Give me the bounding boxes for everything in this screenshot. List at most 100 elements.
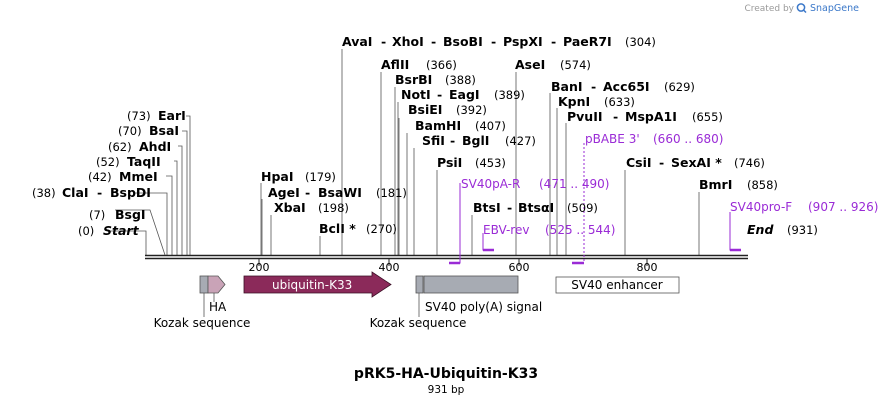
plasmid-length: 931 bp <box>428 384 465 396</box>
primer-ebv-rev[interactable]: EBV-rev (525 .. 544) <box>482 223 615 252</box>
site-sfii[interactable]: SfiI <box>422 133 445 148</box>
site-position: (392) <box>456 103 487 117</box>
site-mspa1i[interactable]: MspA1I <box>625 109 677 124</box>
site-position: (389) <box>494 88 525 102</box>
start-position: (0) <box>78 224 94 238</box>
site-position: (198) <box>318 201 349 215</box>
site-pvuii[interactable]: PvuII <box>567 109 603 124</box>
site-noti[interactable]: NotI <box>401 87 431 102</box>
end-position: (931) <box>787 223 818 237</box>
site-hpai[interactable]: HpaI <box>261 169 294 184</box>
site-sexai[interactable]: SexAI * <box>671 155 722 170</box>
site-xhoi[interactable]: XhoI <box>392 34 424 49</box>
credit-text: Created by <box>744 4 794 14</box>
tick-label: 800 <box>637 261 658 274</box>
kozak-label-1: Kozak sequence <box>154 316 251 330</box>
ubiquitin-label: ubiquitin-K33 <box>272 278 352 292</box>
site-bsrbi[interactable]: BsrBI <box>395 72 432 87</box>
site-position: (70) <box>118 124 142 138</box>
primer-range: (471 .. 490) <box>539 177 609 191</box>
site-bmri[interactable]: BmrI <box>699 177 732 192</box>
site-eari[interactable]: EarI <box>158 108 186 123</box>
site-position: (746) <box>734 156 765 170</box>
site-separator: - <box>437 87 442 102</box>
site-separator: - <box>659 155 664 170</box>
site-paer7i[interactable]: PaeR7I <box>563 34 612 49</box>
site-separator: - <box>381 34 386 49</box>
site-acc65i[interactable]: Acc65I <box>603 79 650 94</box>
site-bcli[interactable]: BclI * <box>319 221 356 236</box>
site-bgli[interactable]: BglI <box>462 133 489 148</box>
site-position: (574) <box>560 58 591 72</box>
site-position: (629) <box>664 80 695 94</box>
site-separator: - <box>591 79 596 94</box>
dna-backbone <box>145 254 748 260</box>
kozak-label-2: Kozak sequence <box>370 316 467 330</box>
scale-ticks <box>258 259 648 266</box>
sv40-enhancer-feature[interactable] <box>555 276 680 294</box>
site-position: (304) <box>625 35 656 49</box>
site-agei[interactable]: AgeI <box>268 185 300 200</box>
site-taqii[interactable]: TaqII <box>127 154 161 169</box>
site-position: (62) <box>108 140 132 154</box>
sv40-enhancer-label: SV40 enhancer <box>571 278 662 292</box>
sv40-polya-feature[interactable] <box>423 275 519 294</box>
start-label: Start <box>103 223 140 238</box>
site-position: (270) <box>366 222 397 236</box>
site-eagi[interactable]: EagI <box>449 87 480 102</box>
site-xbai[interactable]: XbaI <box>274 200 306 215</box>
site-lines <box>108 49 700 256</box>
site-position: (366) <box>426 58 457 72</box>
site-bsobi[interactable]: BsoBI <box>443 34 483 49</box>
site-separator: - <box>431 34 436 49</box>
site-ahdi[interactable]: AhdI <box>139 139 171 154</box>
scale-labels: 200 400 600 800 <box>249 261 658 274</box>
site-bsiei[interactable]: BsiEI <box>408 102 442 117</box>
site-btsi[interactable]: BtsI <box>473 200 501 215</box>
site-avai[interactable]: AvaI <box>342 34 372 49</box>
sv40-polya-label: SV40 poly(A) signal <box>425 300 542 314</box>
site-aflii[interactable]: AflII <box>381 57 409 72</box>
site-position: (407) <box>475 119 506 133</box>
site-btsai[interactable]: BtsαI <box>518 200 554 215</box>
primer-sv40pro-f[interactable]: SV40pro-F (907 .. 926) <box>729 200 878 252</box>
primer-pbabe-3[interactable]: pBABE 3' (660 .. 680) <box>572 132 723 265</box>
site-bsai[interactable]: BsaI <box>149 123 179 138</box>
site-position: (633) <box>604 95 635 109</box>
tick-label: 400 <box>379 261 400 274</box>
site-separator: - <box>507 200 512 215</box>
site-position: (388) <box>445 73 476 87</box>
site-bsgi[interactable]: BsgI <box>115 207 146 222</box>
tick-label: 200 <box>249 261 270 274</box>
site-separator: - <box>97 185 102 200</box>
site-bsawi[interactable]: BsaWI <box>318 185 362 200</box>
site-position: (655) <box>692 110 723 124</box>
site-asei[interactable]: AseI <box>515 57 545 72</box>
site-bamhi[interactable]: BamHI <box>415 118 461 133</box>
ubiquitin-feature[interactable] <box>243 271 392 298</box>
site-position: (181) <box>376 186 407 200</box>
kozak-feature-2[interactable] <box>415 275 424 294</box>
primer-name: pBABE 3' <box>585 132 640 146</box>
site-position: (858) <box>747 178 778 192</box>
site-separator: - <box>450 133 455 148</box>
ha-tag-feature[interactable] <box>207 275 226 294</box>
site-clai[interactable]: ClaI <box>62 185 89 200</box>
primer-sv40pa-r[interactable]: SV40pA-R (471 .. 490) <box>449 177 609 265</box>
primer-range: (660 .. 680) <box>653 132 723 146</box>
site-pspxi[interactable]: PspXI <box>503 34 543 49</box>
site-bspdi[interactable]: BspDI <box>110 185 151 200</box>
kozak-feature-1[interactable] <box>199 275 209 294</box>
tick-label: 600 <box>509 261 530 274</box>
site-mmei[interactable]: MmeI <box>119 169 158 184</box>
credit: Created by SnapGene <box>744 3 859 14</box>
site-csii[interactable]: CsiI <box>626 155 652 170</box>
site-bani[interactable]: BanI <box>551 79 583 94</box>
site-kpni[interactable]: KpnI <box>558 94 590 109</box>
site-psii[interactable]: PsiI <box>437 155 462 170</box>
site-position: (38) <box>32 186 56 200</box>
site-separator: - <box>551 34 556 49</box>
site-separator: - <box>305 185 310 200</box>
credit-brand: SnapGene <box>810 3 859 14</box>
